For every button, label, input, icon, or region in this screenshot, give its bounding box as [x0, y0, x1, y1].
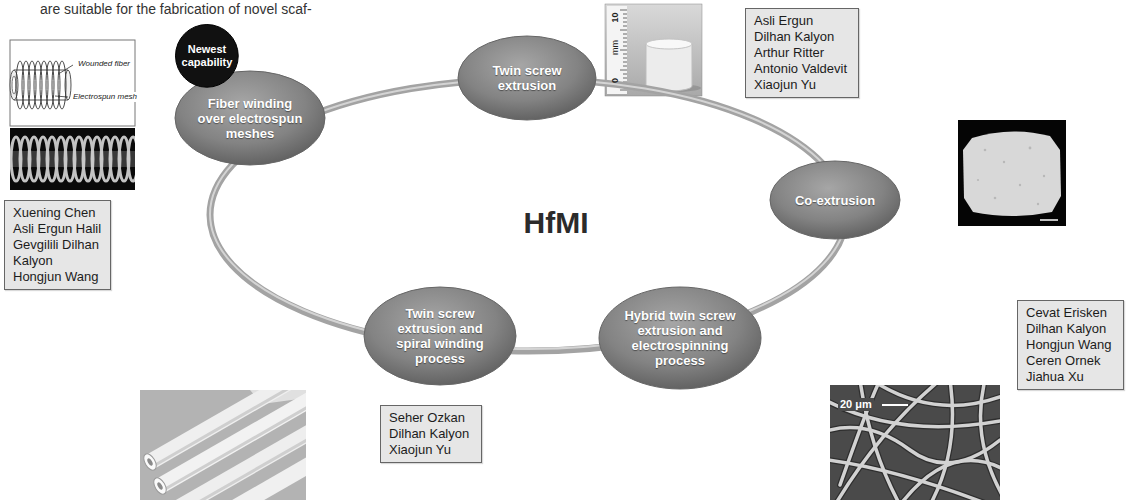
coextrusion-cross-section: [958, 120, 1066, 226]
author-box: Cevat Erisken Dilhan Kalyon Hongjun Wang…: [1017, 300, 1124, 390]
badge-circle: Newest capability: [175, 24, 239, 88]
process-label: Co-extrusion: [787, 193, 883, 208]
ruler-number: 0: [610, 77, 621, 82]
ruler-number: 10: [610, 12, 621, 22]
author-box: Asli Ergun Dilhan Kalyon Arthur Ritter A…: [745, 8, 859, 98]
author-list: Seher Ozkan Dilhan Kalyon Xiaojun Yu: [389, 410, 473, 458]
author-list: Cevat Erisken Dilhan Kalyon Hongjun Wang…: [1026, 305, 1115, 385]
process-label: Hybrid twin screw extrusion and electros…: [621, 308, 739, 368]
hub-title: HfMI: [496, 206, 616, 240]
author-list: Asli Ergun Dilhan Kalyon Arthur Ritter A…: [754, 13, 850, 93]
process-label: Fiber winding over electrospun meshes: [195, 96, 305, 141]
scale-label: 20 μm: [838, 398, 874, 411]
process-ellipse: Twin screw extrusion: [457, 35, 597, 121]
author-box: Seher Ozkan Dilhan Kalyon Xiaojun Yu: [380, 405, 482, 463]
process-ellipse: Twin screw extrusion and spiral winding …: [363, 286, 517, 386]
badge-text: Newest capability: [180, 43, 234, 69]
process-label: Twin screw extrusion and spiral winding …: [385, 306, 495, 366]
body-text-fragment: are suitable for the fabrication of nove…: [40, 1, 312, 17]
process-label: Twin screw extrusion: [477, 63, 577, 93]
sem-micrograph: [825, 380, 1005, 500]
author-list: Xuening Chen Asli Ergun Halil Gevgilili …: [13, 205, 102, 285]
process-ellipse: Co-extrusion: [769, 160, 901, 240]
part-label: Electrospun mesh: [71, 92, 139, 102]
ruler-unit: mm: [610, 40, 621, 55]
part-label: Wounded fiber: [76, 59, 132, 69]
tube-scaffold-photo: [140, 347, 396, 500]
fiber-winding-illustration: [10, 40, 138, 190]
author-box: Xuening Chen Asli Ergun Halil Gevgilili …: [4, 200, 111, 290]
process-ellipse: Hybrid twin screw extrusion and electros…: [598, 286, 762, 390]
